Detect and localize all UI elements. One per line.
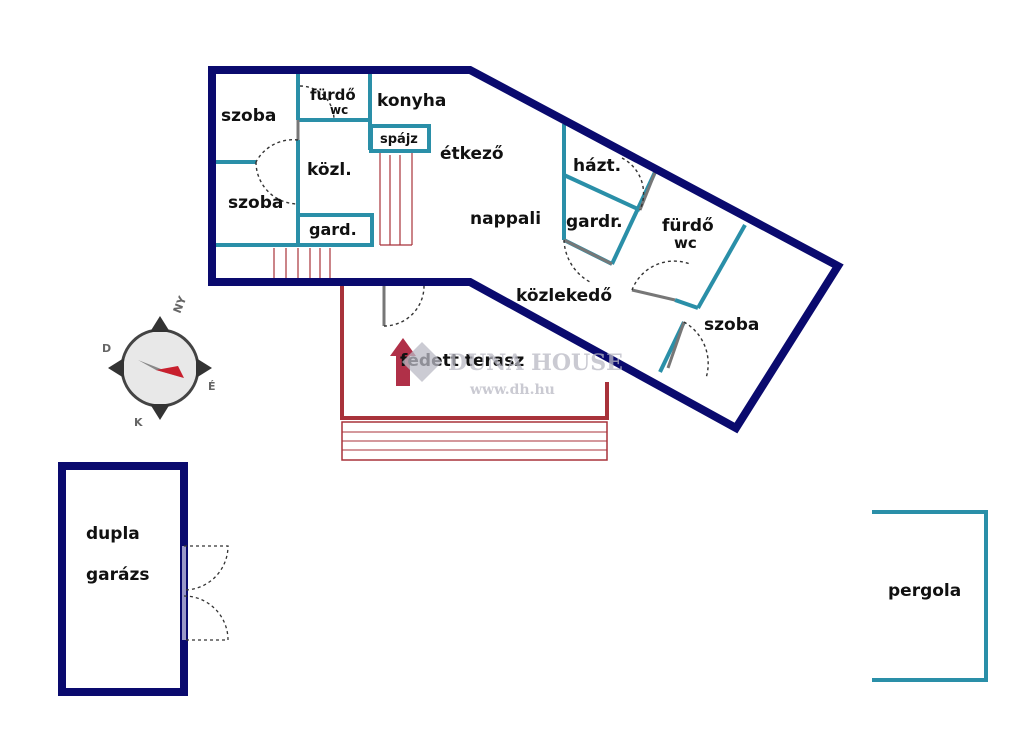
house-outer-wall [208, 66, 844, 434]
pergola-outline [872, 510, 988, 682]
compass-north-label: NY [171, 293, 190, 315]
room-label-gardr: gardr. [566, 212, 623, 232]
room-label-konyha: konyha [377, 91, 446, 111]
room-label-gard: gard. [309, 220, 357, 239]
room-label-kozl: közl. [307, 160, 352, 180]
room-label-szoba-2: szoba [228, 193, 283, 213]
room-label-pergola: pergola [888, 581, 961, 601]
door-swings [255, 85, 709, 379]
room-label-dupla: dupla [86, 524, 140, 544]
room-label-hazt: házt. [573, 156, 621, 176]
compass-icon: NY É K D [102, 293, 216, 429]
room-label-kozlekedo: közlekedő [516, 286, 612, 306]
staircase [273, 152, 413, 278]
room-label-spajz: spájz [380, 132, 418, 147]
double-garage [58, 462, 229, 696]
room-label-furdo-1: fürdő [310, 86, 356, 104]
duna-house-logo-icon [402, 342, 442, 382]
room-label-furdo-2: fürdő [662, 216, 714, 236]
room-label-garazs: garázs [86, 565, 150, 585]
compass-south-label: K [134, 416, 143, 429]
watermark-brand: DUNA HOUSE [448, 350, 623, 376]
compass-west-label: D [102, 342, 111, 355]
compass-east-label: É [208, 380, 216, 393]
room-label-wc-2: wc [674, 234, 697, 252]
watermark-url: www.dh.hu [469, 382, 555, 398]
door-leaves [296, 120, 686, 369]
room-label-szoba-1: szoba [221, 106, 276, 126]
room-label-wc-1: wc [330, 103, 348, 117]
room-label-szoba-3: szoba [704, 315, 759, 335]
watermark: DUNA HOUSE www.dh.hu [402, 342, 623, 398]
room-label-nappali: nappali [470, 209, 541, 229]
room-label-etkezo: étkező [440, 144, 504, 164]
